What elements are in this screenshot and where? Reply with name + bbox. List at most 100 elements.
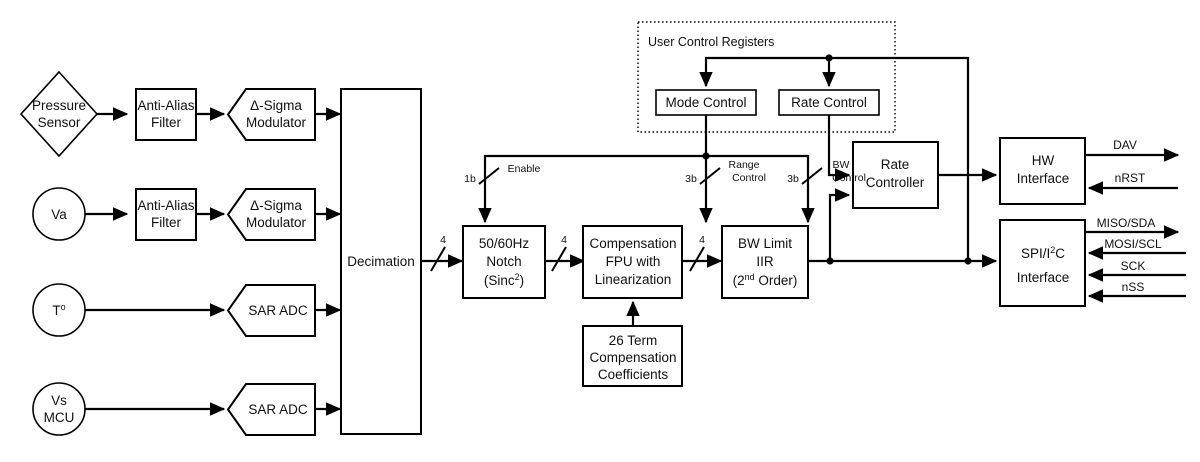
delta-sigma-modulator-2-line2: Modulator	[246, 215, 307, 230]
anti-alias-filter-2-line2: Filter	[151, 215, 182, 230]
pressure-sensor-label-line2: Sensor	[38, 115, 81, 130]
signal-label-nss: nSS	[1122, 280, 1145, 294]
delta-sigma-modulator-1-line1: Δ-Sigma	[250, 98, 302, 113]
control-slash-bw	[801, 167, 823, 185]
compensation-fpu-line1: Compensation	[589, 236, 676, 251]
junction-register-bus	[825, 54, 833, 62]
notch-filter-line3: (Sinc2)	[484, 272, 524, 288]
bus-decimation-to-notch: 4	[421, 234, 464, 272]
control-width-bw: 3b	[787, 173, 799, 185]
serial-interface-block: SPI/I2C Interface	[999, 219, 1086, 307]
compensation-fpu-box	[582, 225, 683, 299]
bus-slash-notch-fpu	[551, 246, 567, 272]
anti-alias-filter-1-line2: Filter	[151, 115, 182, 130]
signal-label-nrst: nRST	[1115, 171, 1146, 185]
control-label-range-line1: Range	[729, 159, 760, 171]
hw-interface-signals: DAV nRST	[1085, 138, 1180, 195]
bw-limit-iir-line3: (2nd Order)	[733, 272, 798, 288]
sar-adc-2-shape	[226, 383, 316, 436]
delta-sigma-modulator-2-line1: Δ-Sigma	[250, 198, 302, 213]
delta-sigma-modulator-1-line2: Modulator	[246, 115, 307, 130]
junction-serial-bus	[964, 257, 972, 265]
sar-adc-1-shape	[226, 284, 316, 337]
pressure-sensor-label-line1: Pressure	[32, 98, 86, 113]
vs-mcu-chain: Vs MCU SAR ADC	[32, 382, 342, 436]
temperature-source-label: To	[52, 302, 65, 318]
rate-controller-line2: Controller	[866, 175, 925, 190]
delta-sigma-modulator-2-shape	[226, 188, 316, 241]
user-control-registers-label: User Control Registers	[648, 35, 774, 49]
compensation-coefficients-line3: Coefficients	[598, 367, 669, 382]
anti-alias-filter-1-line1: Anti-Alias	[137, 98, 194, 113]
decimation-label: Decimation	[347, 254, 415, 269]
notch-filter-block: 50/60Hz Notch (Sinc2)	[462, 225, 546, 299]
va-source-label: Va	[51, 207, 67, 222]
pressure-sensor-shape	[19, 70, 99, 158]
compensation-fpu-line3: Linearization	[595, 272, 672, 287]
control-width-range: 3b	[685, 173, 697, 185]
user-control-registers-dashed-border	[637, 21, 896, 133]
bus-slash-fpu-bw	[689, 246, 705, 272]
bus-width-fpu-bw: 4	[699, 234, 705, 246]
control-label-bw-line1: BW	[833, 159, 850, 171]
control-label-range-line2: Control	[732, 172, 766, 184]
notch-filter-line2: Notch	[486, 254, 521, 269]
junction-bw-output	[826, 257, 834, 265]
compensation-fpu-line2: FPU with	[606, 254, 661, 269]
bus-notch-to-fpu: 4	[545, 234, 586, 272]
mode-control-label: Mode Control	[665, 95, 746, 110]
control-width-enable: 1b	[464, 173, 476, 185]
compensation-coefficients-line2: Compensation	[589, 350, 676, 365]
hw-interface-line2: Interface	[1017, 171, 1070, 186]
anti-alias-filter-2-line1: Anti-Alias	[137, 198, 194, 213]
junction-mode-bus	[702, 152, 710, 160]
serial-interface-box	[999, 219, 1086, 307]
compensation-coefficients-box	[582, 325, 683, 387]
compensation-fpu-block: Compensation FPU with Linearization	[582, 225, 683, 299]
bus-width-dec-notch: 4	[440, 234, 446, 246]
decimation-block: Decimation	[340, 88, 422, 435]
bw-limit-iir-line2: IIR	[756, 254, 774, 269]
bw-limit-iir-line1: BW Limit	[738, 236, 792, 251]
pressure-sensor-chain: Pressure Sensor Anti-Alias Filter Δ-Sigm…	[19, 70, 342, 158]
rate-control-label: Rate Control	[791, 95, 867, 110]
temperature-chain: To SAR ADC	[32, 283, 342, 337]
compensation-coefficients-block: 26 Term Compensation Coefficients	[582, 300, 683, 387]
bus-width-notch-fpu: 4	[561, 234, 567, 246]
bw-limit-iir-block: BW Limit IIR (2nd Order)	[721, 225, 809, 299]
serial-interface-signals: MISO/SDA MOSI/SCL SCK nSS	[1085, 216, 1186, 303]
rate-control-box	[778, 89, 880, 116]
wire-mode-to-notch-enable	[478, 115, 708, 224]
control-label-enable: Enable	[508, 163, 541, 175]
signal-label-dav: DAV	[1113, 138, 1137, 152]
bus-slash-dec-notch	[430, 246, 446, 272]
mode-control-fanout: 1b Enable 3b Range Control 3b BW Control	[464, 115, 866, 224]
signal-label-mosi-scl: MOSI/SCL	[1104, 237, 1162, 251]
control-slash-enable	[478, 167, 500, 185]
wire-bw-to-rate-controller	[828, 188, 851, 261]
control-label-bw-line2: Control	[832, 172, 866, 184]
hw-interface-line1: HW	[1032, 153, 1055, 168]
bus-fpu-to-bw: 4	[682, 234, 723, 272]
serial-interface-line1: SPI/I2C	[1021, 245, 1065, 261]
vs-mcu-source-line1: Vs	[51, 393, 67, 408]
compensation-coefficients-line1: 26 Term	[609, 333, 658, 348]
vs-mcu-source-line2: MCU	[44, 410, 75, 425]
signal-label-sck: SCK	[1121, 259, 1146, 273]
wire-rate-control-to-rate-controller	[827, 115, 851, 182]
wire-serial-to-mode-control	[699, 56, 970, 261]
sar-adc-2-label: SAR ADC	[248, 402, 308, 417]
notch-filter-line1: 50/60Hz	[479, 236, 530, 251]
decimation-box	[340, 88, 422, 435]
signal-label-miso-sda: MISO/SDA	[1097, 216, 1156, 230]
hw-interface-block: HW Interface	[999, 137, 1086, 205]
register-write-bus	[699, 54, 972, 265]
sar-adc-1-label: SAR ADC	[248, 303, 308, 318]
serial-interface-line2: Interface	[1017, 270, 1070, 285]
va-chain: Va Anti-Alias Filter Δ-Sigma Modulator	[32, 187, 342, 241]
user-control-registers-group: User Control Registers Mode Control Rate…	[637, 21, 896, 133]
vs-mcu-source-shape	[32, 382, 86, 436]
rate-controller-line1: Rate	[881, 157, 910, 172]
control-slash-range	[699, 167, 721, 185]
